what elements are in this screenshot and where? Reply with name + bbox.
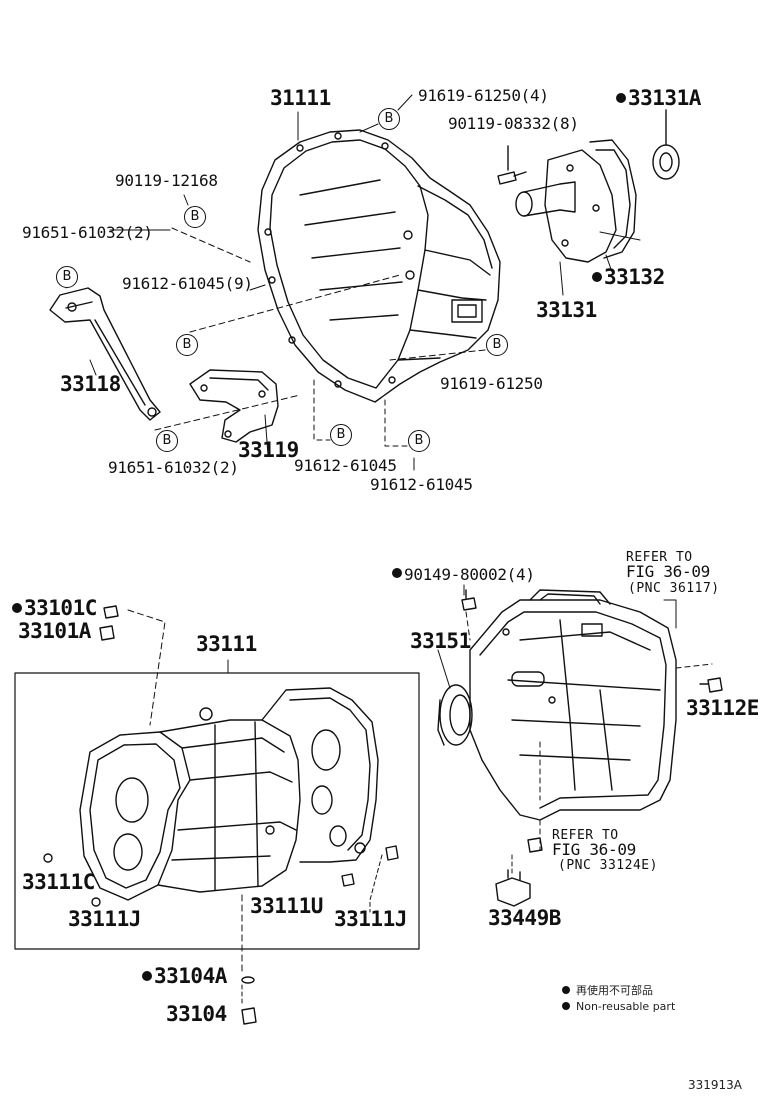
assembly-box <box>14 672 420 950</box>
figure-id: 331913A <box>688 1078 743 1092</box>
bottom-leader-lines <box>127 584 713 1006</box>
part-label-33101C: 33101C <box>12 598 97 619</box>
part-label-33131A: 33131A <box>616 88 701 109</box>
transmission-case-drawing <box>79 687 379 901</box>
refer-note-2-line-2: FIG 36-09 <box>552 840 636 859</box>
part-label-33449B: 33449B <box>488 906 561 930</box>
part-label-91612-61045-9: 91612-61045(9) <box>122 274 253 293</box>
part-label-91619-61250: 91619-61250 <box>440 374 543 393</box>
refer-note-2-line-1: REFER TO <box>552 828 619 843</box>
legend-non-reusable-en: Non-reusable part <box>562 1000 675 1013</box>
callout-b-circle: B <box>156 430 178 452</box>
callout-b-circle: B <box>486 334 508 356</box>
refer-note-1-line-2: FIG 36-09 <box>626 562 710 581</box>
callout-b-circle: B <box>408 430 430 452</box>
part-label-33112E: 33112E <box>686 696 759 720</box>
clutch-housing-drawing <box>257 129 501 403</box>
part-label-33101A: 33101A <box>18 619 91 643</box>
extension-housing-drawing <box>437 589 723 907</box>
callout-b-circle: B <box>330 424 352 446</box>
part-label-33111U: 33111U <box>250 894 323 918</box>
callout-b-circle: B <box>56 266 78 288</box>
refer-note-2-line-3: (PNC 33124E) <box>558 858 658 873</box>
part-label-33111: 33111 <box>196 632 257 656</box>
part-label-90119-08332-8: 90119-08332(8) <box>448 114 579 133</box>
part-label-33118: 33118 <box>60 372 121 396</box>
part-label-33104: 33104 <box>166 1002 227 1026</box>
refer-note-1-line-3: (PNC 36117) <box>628 581 720 596</box>
part-label-33111C: 33111C <box>22 870 95 894</box>
callout-b-circle: B <box>184 206 206 228</box>
part-label-91612-61045-lower: 91612-61045 <box>370 475 473 494</box>
part-label-90149-80002-4: 90149-80002(4) <box>392 567 535 583</box>
part-label-33111J-right: 33111J <box>334 907 407 931</box>
refer-note-1-line-1: REFER TO <box>626 550 693 565</box>
part-label-33132: 33132 <box>592 267 665 288</box>
part-label-91651-61032-2-lower: 91651-61032(2) <box>108 458 239 477</box>
part-label-33131: 33131 <box>536 298 597 322</box>
callout-b-circle: B <box>176 334 198 356</box>
part-label-90119-12168: 90119-12168 <box>115 171 218 190</box>
callout-b-circle: B <box>378 108 400 130</box>
part-label-91651-61032-2: 91651-61032(2) <box>22 223 153 242</box>
small-fittings <box>43 605 399 1025</box>
part-label-91612-61045: 91612-61045 <box>294 456 397 475</box>
part-label-33151: 33151 <box>410 629 471 653</box>
bracket-33119-drawing <box>189 369 279 443</box>
bearing-retainer-drawing <box>497 109 680 263</box>
legend-non-reusable-jp: 再使用不可部品 <box>562 982 653 998</box>
part-label-33111J-left: 33111J <box>68 907 141 931</box>
part-label-91619-61250-4: 91619-61250(4) <box>418 86 549 105</box>
part-label-33104A: 33104A <box>142 966 227 987</box>
part-label-31111: 31111 <box>270 86 331 110</box>
part-label-33119: 33119 <box>238 438 299 462</box>
bracket-33118-drawing <box>49 287 161 421</box>
